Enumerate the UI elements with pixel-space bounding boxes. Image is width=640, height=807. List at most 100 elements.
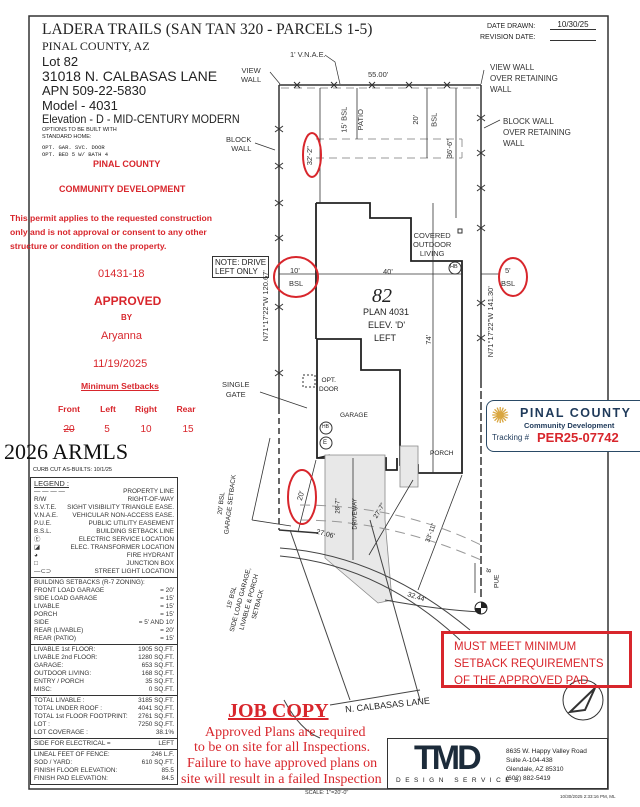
label-line: BLOCK WALL	[503, 117, 554, 126]
job-copy-line: to be on site for all Inspections.	[194, 740, 371, 755]
label-line: BLOCK	[226, 135, 252, 144]
table-row: LOT COVERAGE :38.1%	[34, 729, 174, 737]
table-row: SIDE= 5' AND 10'	[34, 619, 174, 627]
table-row: ◕ FIRE HYDRANT	[34, 552, 174, 560]
setback-left-value: 5	[104, 424, 110, 435]
opt-door-label: OPT. DOOR	[319, 376, 339, 394]
table-row: REAR (LIVABLE)= 20'	[34, 627, 174, 635]
hose-bib-icon	[448, 261, 462, 275]
rear-bsl-dim: 20'	[411, 114, 421, 125]
model: Model - 4031	[42, 98, 118, 113]
row-value: RIGHT-OF-WAY	[127, 496, 174, 503]
row-value: 4041 SQ.FT.	[138, 705, 174, 712]
pue-dim: 8'	[486, 567, 494, 573]
row-label: ◕	[34, 552, 38, 559]
setback-rear-label: Rear	[176, 404, 196, 414]
north-arrow-icon	[562, 679, 604, 721]
row-value: 7250 SQ.FT.	[138, 721, 174, 728]
stamp-agency: PINAL COUNTY	[93, 159, 161, 169]
table-row: TOTAL UNDER ROOF :4041 SQ.FT.	[34, 705, 174, 713]
row-value: PUBLIC UTILITY EASEMENT	[88, 520, 174, 527]
county-tracking-stamp: ✺ PINAL COUNTY Community Development Tra…	[486, 400, 640, 452]
table-row: S.V.T.E.SIGHT VISIBILITY TRIANGLE EASE.	[34, 504, 174, 512]
left-setback-bsl: BSL	[289, 279, 304, 288]
table-row: SIDE LOAD GARAGE= 15'	[34, 595, 174, 603]
row-value: = 20'	[160, 587, 174, 594]
tracking-number: PER25-07742	[537, 430, 619, 445]
legend-title: LEGEND :	[34, 479, 70, 488]
address-line: Glendale, AZ 85310	[506, 766, 564, 773]
row-value: 38.1%	[155, 729, 174, 736]
row-label: R/W	[34, 496, 47, 503]
lot-number: Lot 82	[42, 54, 79, 69]
row-value: = 15'	[160, 611, 174, 618]
row-label: —⊂⊃	[34, 568, 52, 575]
row-value: 2761 SQ.FT.	[138, 713, 174, 720]
table-row: B.S.L.BUILDING SETBACK LINE	[34, 528, 174, 536]
project-title: LADERA TRAILS (SAN TAN 320 - PARCELS 1-5…	[42, 21, 373, 38]
row-value: 610 SQ.FT.	[141, 759, 174, 766]
row-value: = 5' AND 10'	[138, 619, 174, 626]
row-label: SIDE LOAD GARAGE	[34, 595, 98, 602]
vnae-label: 1' V.N.A.E.	[290, 50, 326, 59]
label-line: DOOR	[319, 386, 339, 393]
drive-note-line: NOTE: DRIVE	[215, 258, 267, 267]
electric-service-icon	[319, 436, 333, 450]
electrical-label: SIDE FOR ELECTRICAL =	[34, 740, 111, 747]
approval-date: 11/19/2025	[93, 358, 148, 370]
hose-bib-label: HB	[322, 424, 329, 430]
rear-setback-dim: 36'-6"	[444, 139, 454, 159]
stamp-disclaimer: structure or condition on the property.	[10, 241, 167, 251]
print-timestamp: 10/30/2025 2:33:16 PM, ML	[560, 794, 616, 799]
table-row: —⊂⊃ STREET LIGHT LOCATION	[34, 568, 174, 576]
stamp-department: COMMUNITY DEVELOPMENT	[59, 184, 186, 194]
row-label: OUTDOOR LIVING:	[34, 670, 92, 677]
setback-left-label: Left	[100, 404, 116, 414]
row-label: LINEAL FEET OF FENCE:	[34, 751, 110, 758]
approval-status: APPROVED	[94, 294, 162, 308]
hose-bib-icon	[319, 421, 333, 435]
table-row: R/W RIGHT-OF-WAY	[34, 496, 174, 504]
table-row: FINISH PAD ELEVATION:84.5	[34, 775, 174, 783]
label-line: OPT.	[321, 377, 336, 384]
left-setback-dim: 10'	[290, 266, 300, 275]
row-label: P.U.E.	[34, 520, 52, 527]
row-value: = 15'	[160, 603, 174, 610]
row-label: FRONT LOAD GARAGE	[34, 587, 105, 594]
misc-section: LINEAL FEET OF FENCE:246 L.F.SOD / YARD:…	[31, 750, 177, 784]
row-value: FIRE HYDRANT	[126, 552, 174, 559]
row-value: 3185 SQ.FT.	[138, 697, 174, 704]
label-line: WALL	[503, 139, 525, 148]
row-value: 1280 SQ.FT.	[138, 654, 174, 661]
table-row: LIVABLE 2nd FLOOR:1280 SQ.FT.	[34, 654, 174, 662]
label-line: WALL	[231, 144, 252, 153]
depth-dim: 74'	[424, 334, 434, 345]
setback-front-value: 20	[63, 424, 75, 435]
table-row: □JUNCTION BOX	[34, 560, 174, 568]
county-line: PINAL COUNTY, AZ	[42, 39, 150, 53]
table-row: REAR (PATIO)= 15'	[34, 635, 174, 643]
options-title: OPTIONS TO BE BUILT WITH	[42, 127, 117, 133]
stamp-disclaimer: only and is not approval or consent to a…	[10, 227, 207, 237]
label-line: SINGLE	[222, 380, 250, 389]
options-title: STANDARD HOME:	[42, 134, 92, 140]
stamp-dept: Community Development	[524, 421, 615, 430]
rear-setback-circled-dim: 32'-2"	[304, 146, 314, 166]
row-label: GARAGE:	[34, 662, 64, 669]
drive-note-line: LEFT ONLY	[215, 267, 258, 276]
date-drawn-label: DATE DRAWN:	[487, 23, 536, 30]
row-value: STREET LIGHT LOCATION	[94, 568, 174, 575]
table-row: MISC:0 SQ.FT.	[34, 686, 174, 694]
table-row: FINISH FLOOR ELEVATION:85.5	[34, 767, 174, 775]
row-label: S.V.T.E.	[34, 504, 57, 511]
row-label: LIVABLE 1st FLOOR:	[34, 646, 96, 653]
label-line: GATE	[225, 390, 246, 399]
job-copy-line: Approved Plans are required	[205, 725, 366, 740]
table-row: LIVABLE 1st FLOOR:1905 SQ.FT.	[34, 646, 174, 654]
table-row: LINEAL FEET OF FENCE:246 L.F.	[34, 751, 174, 759]
address-line: (602) 882-5419	[506, 775, 551, 782]
row-value: 653 SQ.FT.	[141, 662, 174, 669]
label-line: WALL	[490, 85, 512, 94]
